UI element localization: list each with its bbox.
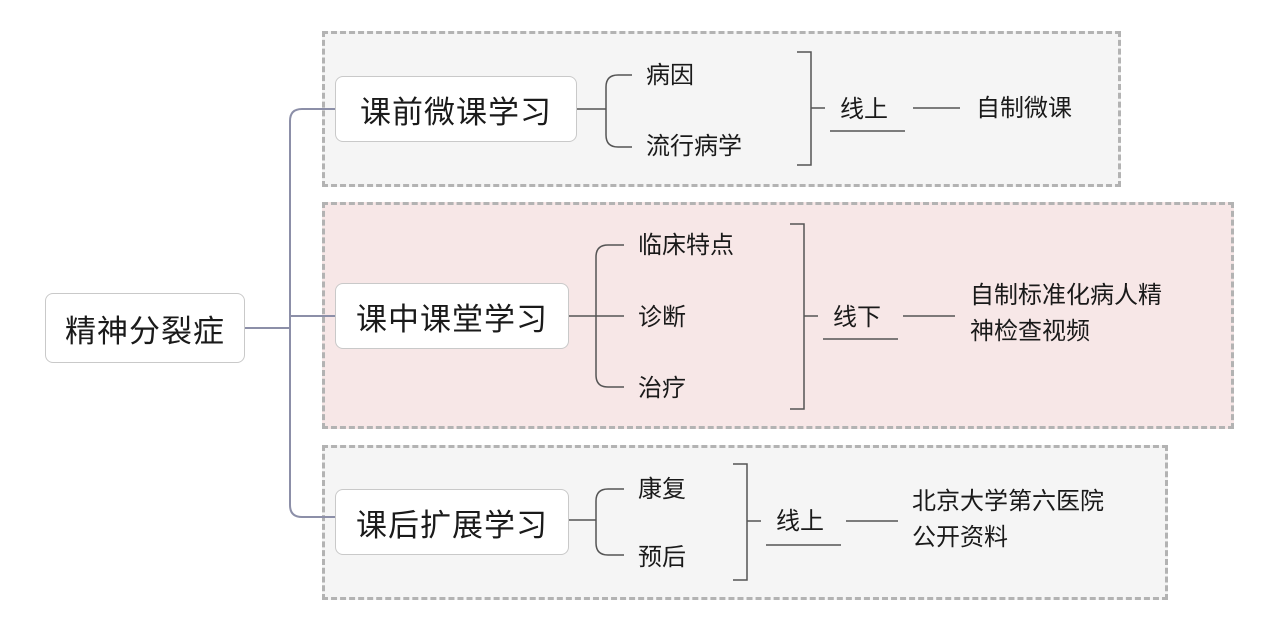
topic-item[interactable]: 预后 — [638, 543, 686, 571]
topic-item[interactable]: 康复 — [638, 475, 686, 503]
mode-label-online[interactable]: 线上 — [776, 507, 824, 535]
mode-label-online[interactable]: 线上 — [840, 95, 888, 123]
root-branch-link-1 — [289, 108, 335, 518]
resource-line: 北京大学第六医院 — [912, 487, 1104, 515]
branch-node-in-class[interactable]: 课中课堂学习 — [335, 283, 569, 349]
resource-line: 公开资料 — [912, 523, 1008, 551]
branch3-topic-bracket — [595, 488, 624, 556]
topic-item[interactable]: 诊断 — [638, 303, 686, 331]
branch-node-pre-class[interactable]: 课前微课学习 — [335, 76, 577, 142]
resource-line: 神检查视频 — [970, 317, 1090, 345]
branch1-right-bracket — [797, 51, 825, 166]
branch-label: 课中课堂学习 — [356, 301, 548, 338]
topic-item[interactable]: 病因 — [646, 61, 694, 89]
branch-node-post-class[interactable]: 课后扩展学习 — [335, 489, 569, 555]
resource-line: 自制标准化病人精 — [970, 281, 1162, 309]
resource-label[interactable]: 北京大学第六医院 公开资料 — [912, 483, 1104, 555]
topic-item[interactable]: 流行病学 — [646, 132, 742, 160]
topic-item[interactable]: 临床特点 — [638, 231, 734, 259]
branch2-topic-bracket — [595, 244, 624, 388]
branch-label: 课前微课学习 — [360, 94, 552, 131]
mode-label-offline[interactable]: 线下 — [833, 303, 881, 331]
root-label: 精神分裂症 — [65, 313, 225, 350]
branch-label: 课后扩展学习 — [356, 507, 548, 544]
branch1-topic-bracket — [605, 74, 632, 148]
resource-line: 自制微课 — [976, 94, 1072, 122]
branch3-right-bracket — [733, 463, 761, 581]
branch2-right-bracket — [790, 223, 818, 410]
topic-item[interactable]: 治疗 — [638, 374, 686, 402]
resource-label[interactable]: 自制微课 — [976, 90, 1072, 126]
root-node[interactable]: 精神分裂症 — [45, 293, 245, 363]
resource-label[interactable]: 自制标准化病人精 神检查视频 — [970, 277, 1162, 349]
